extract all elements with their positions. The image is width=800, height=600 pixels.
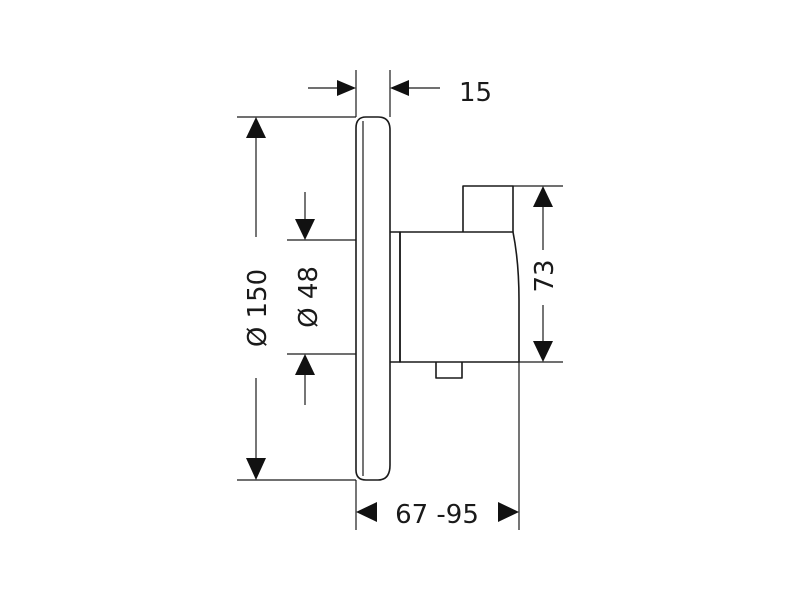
arrow-down (295, 219, 315, 240)
dimension-label-67-95: 67 -95 (395, 500, 479, 530)
valve-housing (399, 231, 520, 363)
arrow-down (246, 458, 266, 480)
arrow-down (533, 341, 553, 362)
dimension-installation-depth: 67 -95 (355, 362, 520, 530)
arrow-up (295, 354, 315, 375)
product-outline (355, 116, 520, 481)
arrow-right (498, 502, 519, 522)
dimension-plate-diameter: Ø 150 (237, 116, 356, 481)
arrow-up (533, 186, 553, 207)
arrow-up (246, 117, 266, 138)
dimension-label-15: 15 (459, 78, 492, 108)
arrow-right (337, 80, 356, 96)
cover-plate (355, 116, 391, 481)
dimension-label-73: 73 (530, 259, 560, 292)
spindle-top (462, 185, 514, 232)
dimension-body-height: 73 (513, 185, 563, 363)
arrow-left (356, 502, 377, 522)
valve-body (390, 231, 401, 363)
arrow-left (390, 80, 409, 96)
dimension-cartridge-diameter: Ø 48 (287, 192, 356, 405)
dimension-label-diameter-48: Ø 48 (294, 266, 324, 328)
outlet-stub (435, 362, 463, 379)
dimension-plate-depth: 15 (308, 70, 492, 117)
dimension-label-diameter-150: Ø 150 (243, 269, 273, 347)
